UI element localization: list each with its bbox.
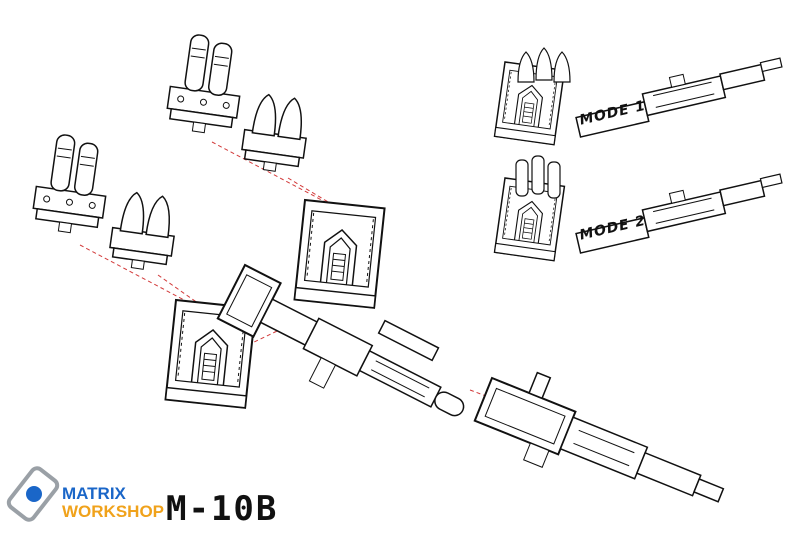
main-barrel-assembly	[216, 263, 465, 417]
long-rifle	[473, 371, 725, 503]
matrix-workshop-logo-icon	[6, 466, 60, 522]
mode-2-preview	[493, 155, 788, 262]
launcher-set-lower	[29, 131, 181, 274]
twin-barrel-launcher	[163, 31, 249, 138]
alignment-guides	[79, 141, 511, 406]
launcher-set-upper	[163, 31, 313, 176]
rocket-pod	[106, 189, 181, 274]
brand-name-line-2: WORKSHOP	[62, 502, 164, 521]
brand-name-line-1: MATRIX	[62, 484, 126, 503]
mode-1-preview	[493, 47, 788, 146]
backpack-part-upper	[293, 199, 386, 309]
model-number: M-10B	[166, 489, 279, 529]
twin-barrel-launcher	[29, 131, 115, 238]
